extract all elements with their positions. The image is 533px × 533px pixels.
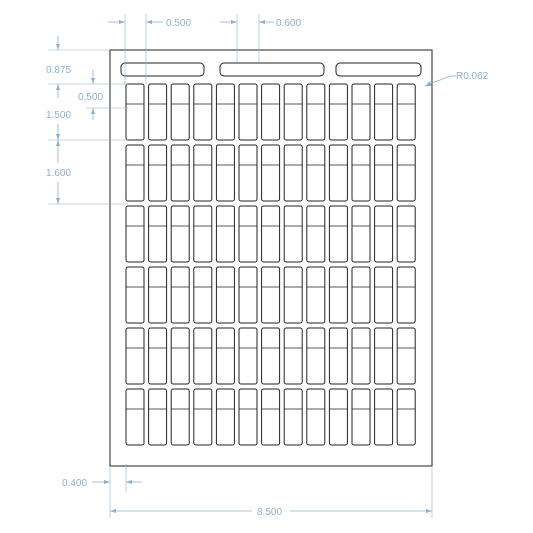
label-cell (170, 205, 190, 263)
label-cell (215, 388, 235, 446)
label-cell (170, 144, 190, 202)
label-cell (351, 144, 371, 202)
label-cell (215, 83, 235, 141)
label-cell (193, 327, 213, 385)
label-cell (193, 266, 213, 324)
label-cell (148, 266, 168, 324)
label-cell (328, 205, 348, 263)
label-cell (261, 388, 281, 446)
label-cell (125, 144, 145, 202)
label-cell (261, 205, 281, 263)
label-cell (148, 388, 168, 446)
label-cell (215, 205, 235, 263)
dim-side-margin-text: 0.400 (62, 478, 87, 489)
label-cell (283, 327, 303, 385)
label-cell (396, 266, 416, 324)
label-cell (170, 83, 190, 141)
dimension-gap: 0.600 (220, 14, 301, 62)
top-slot (335, 62, 422, 77)
dimension-corner-radius: R0.062 (424, 71, 489, 87)
label-cell (283, 144, 303, 202)
label-grid (125, 83, 416, 446)
label-cell (215, 327, 235, 385)
label-cell (238, 144, 258, 202)
label-cell (125, 388, 145, 446)
label-cell (261, 266, 281, 324)
label-cell (351, 266, 371, 324)
label-cell (170, 266, 190, 324)
label-cell (351, 327, 371, 385)
label-cell (328, 388, 348, 446)
label-cell (396, 327, 416, 385)
top-slot (120, 62, 205, 77)
dim-row-pitch-text: 1.600 (46, 168, 71, 179)
label-cell (328, 327, 348, 385)
label-cell (351, 83, 371, 141)
label-cell (283, 205, 303, 263)
label-cell (396, 205, 416, 263)
label-cell (148, 83, 168, 141)
label-cell (193, 388, 213, 446)
label-cell (125, 327, 145, 385)
dim-gap-text: 0.600 (276, 18, 301, 29)
dim-label-width-text: 0.500 (166, 18, 191, 29)
label-cell (148, 205, 168, 263)
label-cell (193, 144, 213, 202)
label-cell (283, 388, 303, 446)
label-cell (148, 327, 168, 385)
label-cell (170, 388, 190, 446)
label-cell (396, 388, 416, 446)
label-cell (193, 83, 213, 141)
label-cell (351, 205, 371, 263)
dimension-sheet-width: 8.500 (109, 466, 433, 518)
label-cell (306, 144, 326, 202)
label-cell (374, 388, 394, 446)
label-cell (306, 205, 326, 263)
label-cell (374, 327, 394, 385)
label-cell (215, 266, 235, 324)
label-cell (125, 205, 145, 263)
label-cell (261, 144, 281, 202)
label-cell (215, 144, 235, 202)
dimension-label-width: 0.500 (108, 14, 191, 84)
label-cell (238, 205, 258, 263)
label-cell (306, 266, 326, 324)
label-cell (328, 266, 348, 324)
label-cell (170, 327, 190, 385)
label-cell (238, 83, 258, 141)
label-cell (306, 327, 326, 385)
dim-corner-radius-text: R0.062 (456, 71, 489, 82)
label-cell (261, 83, 281, 141)
label-cell (328, 144, 348, 202)
label-cell (374, 144, 394, 202)
label-cell (328, 83, 348, 141)
dim-label-top-text: 0.500 (78, 92, 103, 103)
label-cell (238, 327, 258, 385)
label-cell (306, 388, 326, 446)
dimension-side-margin: 0.400 (62, 464, 142, 492)
label-cell (283, 83, 303, 141)
top-slot (219, 62, 325, 77)
dim-row1-height-text: 1.500 (46, 110, 71, 121)
dim-sheet-width-text: 8.500 (257, 507, 282, 518)
label-cell (238, 266, 258, 324)
label-cell (261, 327, 281, 385)
label-cell (396, 144, 416, 202)
label-cell (125, 83, 145, 141)
label-cell (125, 266, 145, 324)
label-cell (396, 83, 416, 141)
label-cell (374, 83, 394, 141)
label-cell (351, 388, 371, 446)
top-slots (120, 62, 422, 77)
dim-top-margin-text: 0.875 (46, 65, 71, 76)
dimension-vertical-left: 0.875 0.500 1.500 1.600 (46, 36, 128, 205)
label-cell (193, 205, 213, 263)
label-cell (374, 205, 394, 263)
label-cell (306, 83, 326, 141)
label-cell (374, 266, 394, 324)
label-cell (283, 266, 303, 324)
label-cell (238, 388, 258, 446)
label-cell (148, 144, 168, 202)
